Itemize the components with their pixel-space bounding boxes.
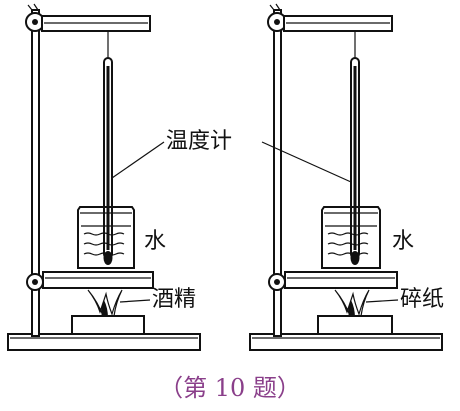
right-water-waves: [327, 232, 369, 256]
fuel-label-left: 酒精: [152, 287, 196, 312]
water-label-left: 水: [144, 229, 166, 254]
thermometer-leader-left: [111, 141, 165, 179]
left-apparatus: [7, 3, 201, 351]
water-label-right: 水: [392, 229, 414, 254]
right-stand-rod: [273, 9, 282, 337]
left-stand-rod: [31, 9, 40, 337]
right-ring-support: [268, 271, 398, 291]
right-top-clamp: [267, 3, 393, 32]
fuel-leader-right: [365, 299, 399, 303]
left-ring-support: [26, 271, 154, 291]
right-apparatus: [249, 3, 443, 351]
right-beaker: [321, 206, 381, 269]
right-fuel-dish: [317, 315, 393, 335]
fuel-label-right: 碎纸: [400, 287, 444, 312]
thermometer-label: 温度计: [166, 129, 232, 154]
fuel-leader-left: [119, 299, 151, 303]
left-beaker: [77, 206, 135, 269]
left-water-waves: [83, 232, 125, 256]
left-fuel-dish: [71, 315, 145, 335]
thermometer-leader-right: [261, 141, 352, 183]
left-top-clamp: [25, 3, 151, 32]
figure-caption: （第 10 题）: [159, 374, 301, 402]
